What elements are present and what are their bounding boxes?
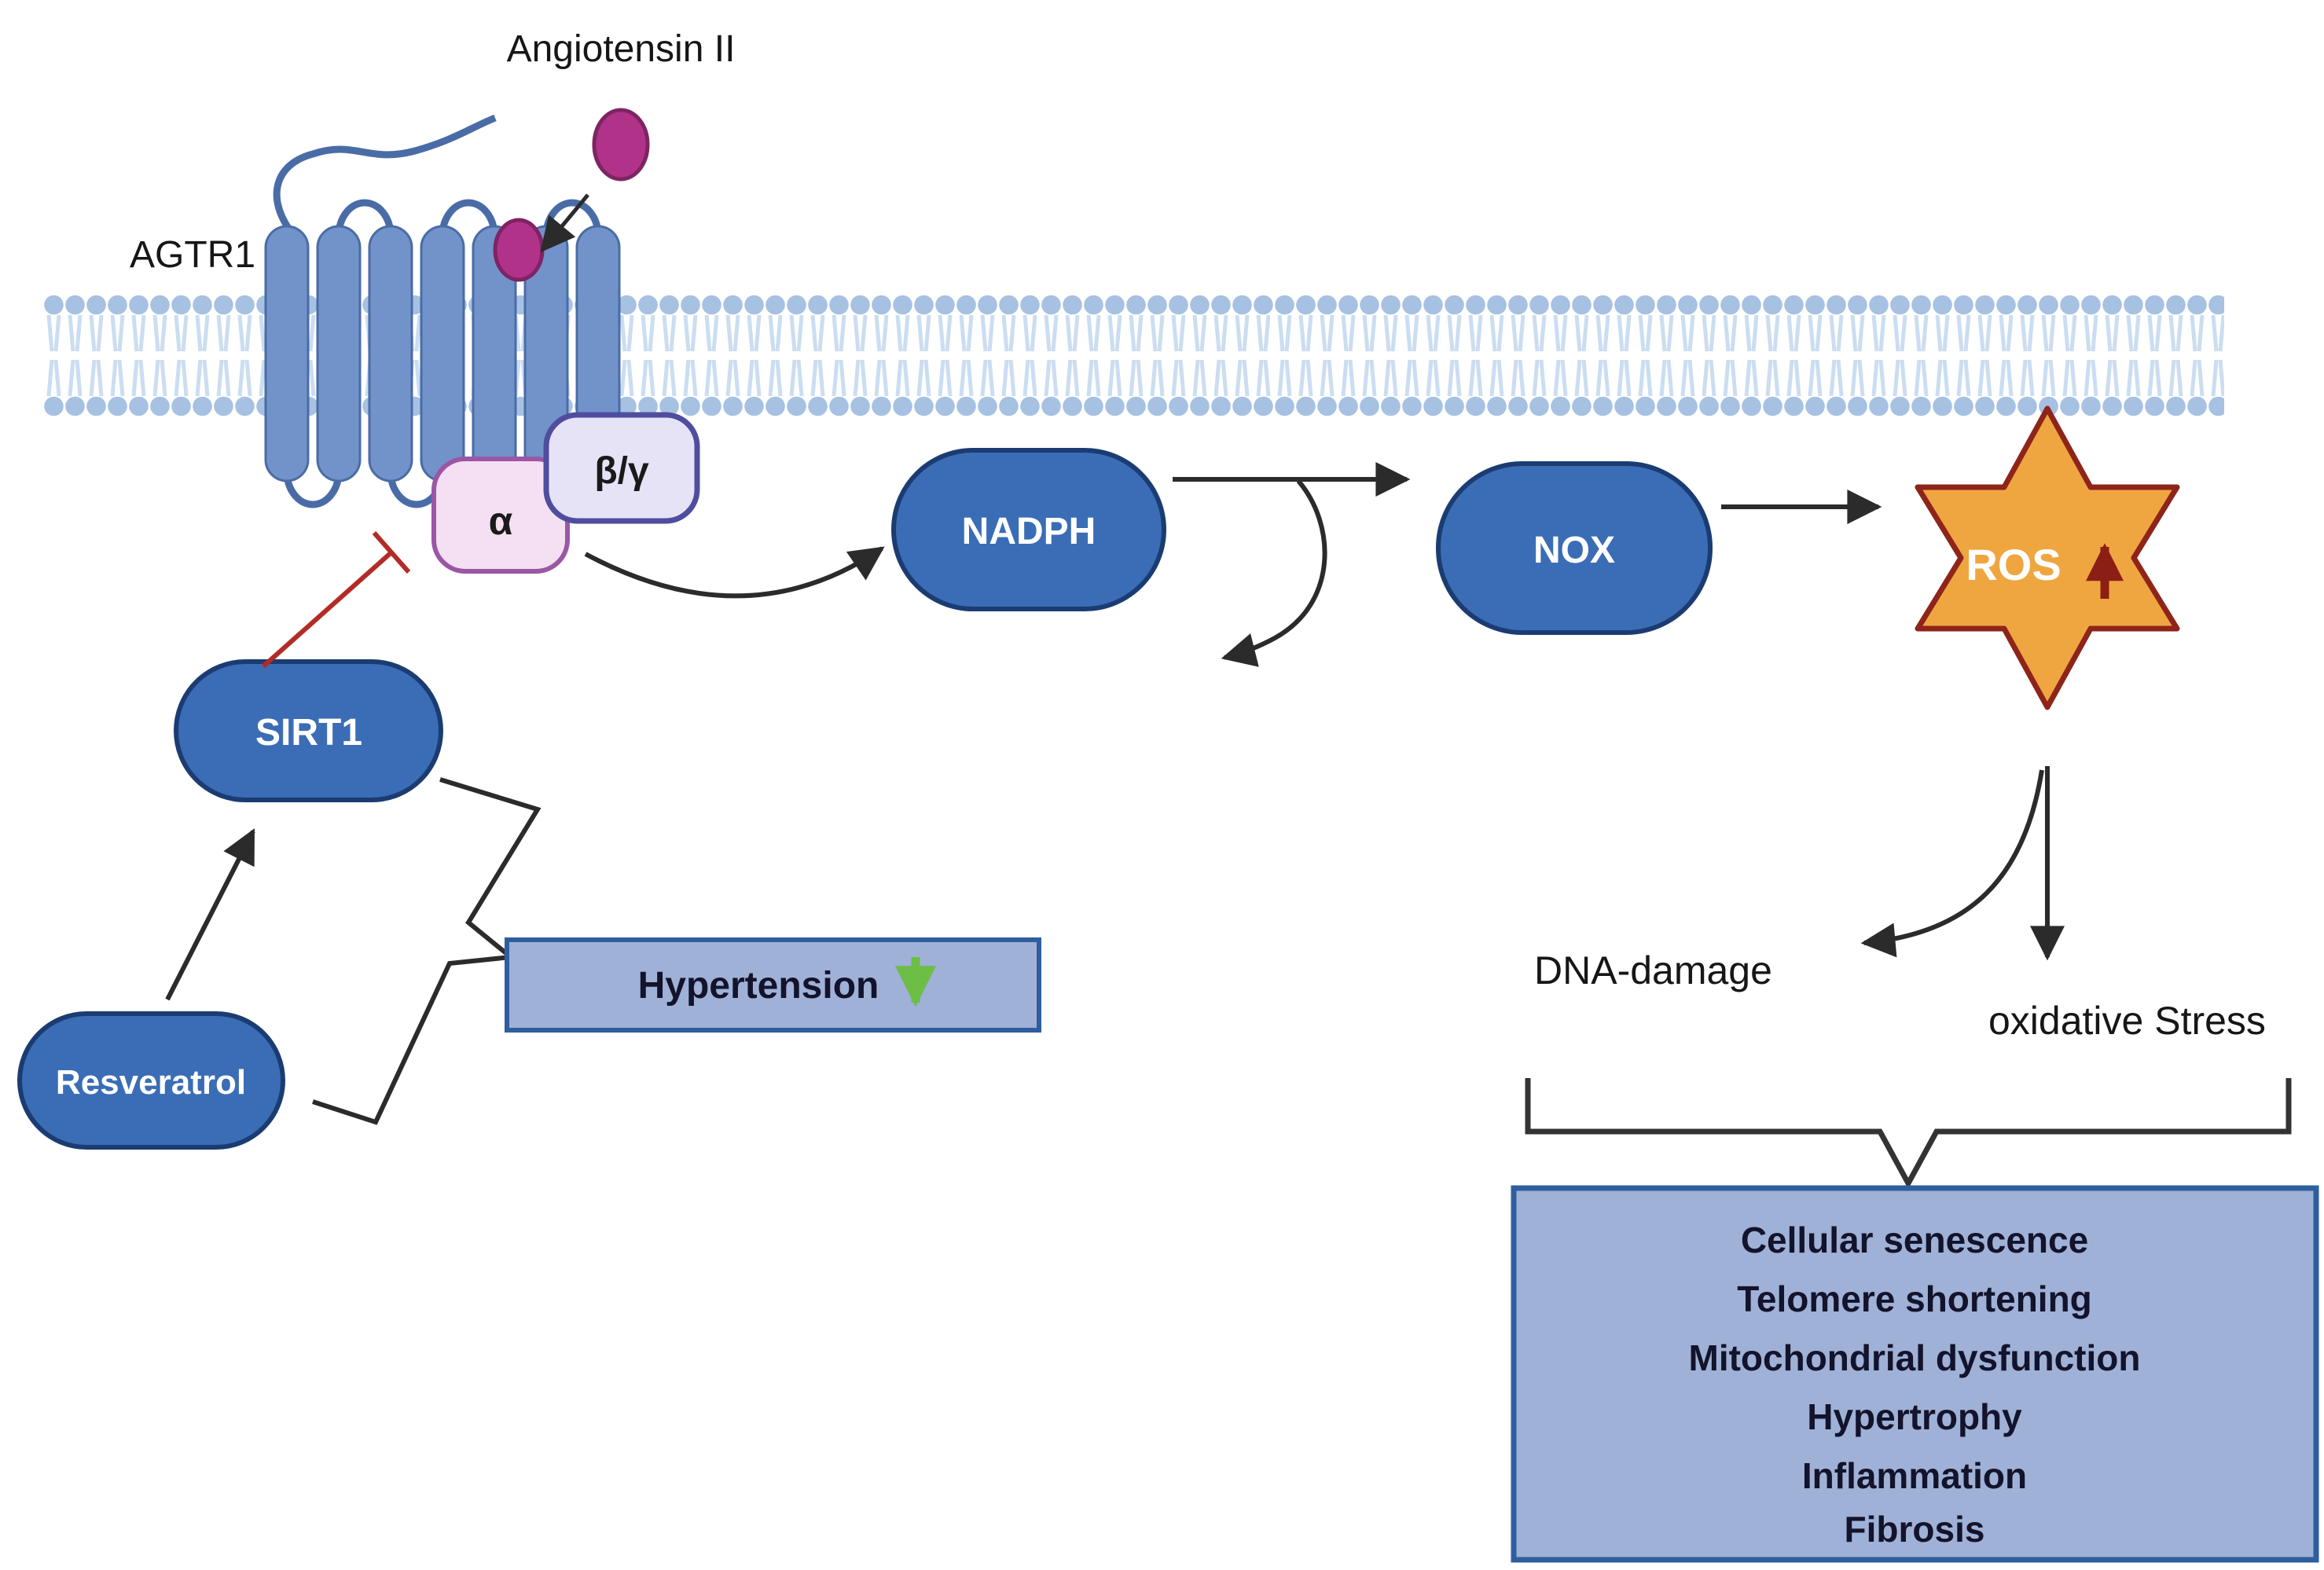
g-beta-gamma-label: β/γ — [594, 450, 649, 492]
nox-node — [1436, 461, 1713, 635]
outcome-item: Fibrosis — [1845, 1509, 1985, 1550]
nadph-byproduct-arrow — [1221, 479, 1327, 667]
outcome-item: Inflammation — [1802, 1455, 2027, 1496]
ros-star — [1915, 405, 2180, 710]
hypertension-box — [505, 937, 1041, 1033]
dna-damage-label: DNA-damage — [1534, 948, 1772, 992]
nadph-node — [891, 448, 1166, 611]
g-alpha-label: α — [489, 499, 513, 543]
resveratrol-to-sirt1-arrow — [165, 828, 255, 1001]
sirt1-node — [174, 659, 443, 802]
outcome-item: Hypertrophy — [1807, 1396, 2022, 1437]
sirt1-inhibition-tbar — [262, 531, 411, 669]
receptor-bottom-loop — [283, 471, 343, 508]
helix-1 — [264, 225, 310, 482]
nadph-label: NADPH — [962, 511, 1096, 552]
outcomes-box — [1511, 1185, 2319, 1563]
outcomes-bracket — [1525, 1078, 2292, 1190]
ros-to-dna-damage-arrow — [1860, 769, 2044, 958]
receptor-top-loop — [335, 199, 395, 237]
outcome-item: Mitochondrial dysfunction — [1689, 1337, 2141, 1378]
gprotein-to-nadph-arrow — [584, 546, 885, 599]
resveratrol-label: Resveratrol — [56, 1063, 246, 1102]
angiotensin-ligand-icon — [592, 108, 650, 182]
sirt1-resveratrol-bracket — [312, 777, 542, 1125]
outcome-item: Cellular senescence — [1741, 1220, 2088, 1260]
ros-label: ROS — [1966, 540, 2061, 589]
helix-2 — [316, 225, 362, 482]
ligand-binding-arrow — [540, 193, 589, 253]
resveratrol-node — [17, 1011, 285, 1150]
helix-3 — [368, 225, 413, 482]
receptor-top-loop — [439, 199, 498, 237]
bound-ligand-icon — [493, 218, 545, 282]
helix-4 — [420, 225, 465, 482]
g-beta-gamma-subunit — [543, 412, 700, 524]
outcome-item: Telomere shortening — [1737, 1278, 2092, 1319]
hypertension-label: Hypertension — [638, 965, 879, 1007]
receptor-n-terminus — [273, 114, 497, 232]
sirt1-label: SIRT1 — [255, 712, 362, 754]
angiotensin-label: Angiotensin II — [507, 28, 736, 70]
agtr1-label: AGTR1 — [130, 234, 255, 276]
nox-label: NOX — [1533, 530, 1615, 571]
oxidative-stress-label: oxidative Stress — [1988, 999, 2266, 1043]
